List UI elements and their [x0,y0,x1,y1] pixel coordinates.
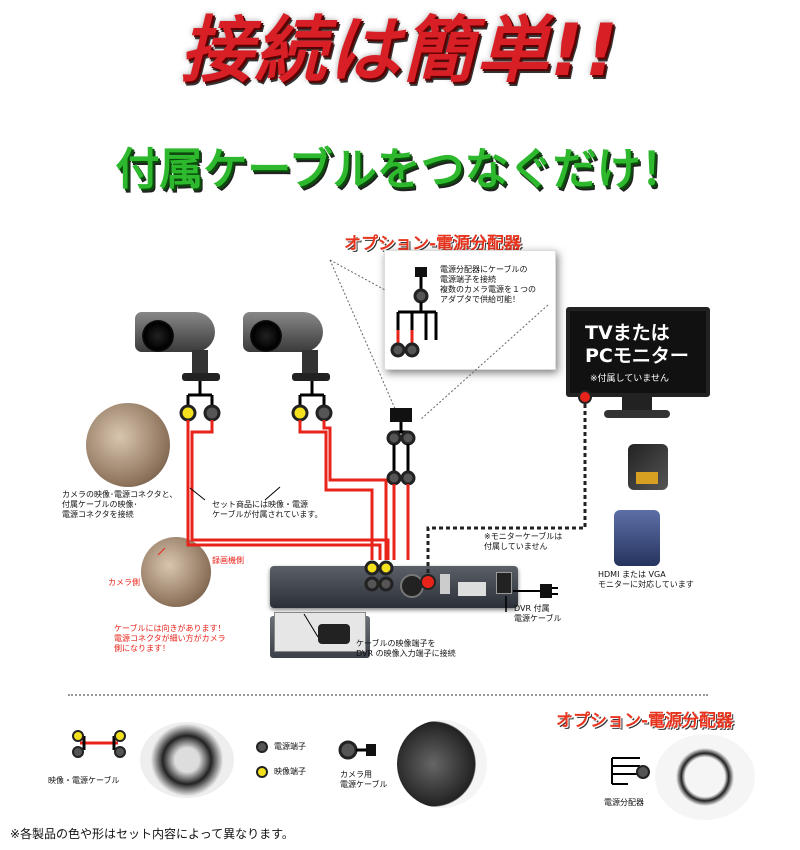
option-popup-text: 電源分配器にケーブルの 電源端子を接続 複数のカメラ電源を１つの アダプタで供給… [440,265,536,304]
dvr-port-1 [400,574,424,598]
cam2-video-terminal [291,404,309,422]
camera-2-base [292,373,330,381]
hdmi-vga-note: HDMI または VGA モニターに対応しています [598,570,694,589]
dotted-line-popup-3 [419,304,549,421]
camera-1-lens [142,320,174,352]
dotted-line-popup-2 [329,259,401,421]
option-title-top: オプション-電源分配器 [344,234,522,254]
footnote: ※各製品の色や形はセット内容によって異なります。 [10,827,294,841]
splitter-plug-icon [390,408,412,422]
monitor-note: ※付属していません [590,374,670,384]
cable-direction-note: ケーブルには向きがあります！ 電源コネクタが細い方がカメラ 側になります！ [114,624,226,653]
legend-camera-power-label: カメラ用 電源ケーブル [340,770,388,789]
monitor-cable-note: ※モニターケーブルは 付属していません [484,532,563,551]
connector-photo [86,403,170,487]
power-adapter-photo [397,720,487,808]
camera-2-lens [250,320,282,352]
cam2-power-terminal [315,404,333,422]
monitor-base [604,410,670,418]
camera-1-base [182,373,220,381]
dotted-line-popup [329,259,386,291]
dvr-lan-port [458,582,486,596]
subheadline: 付属ケーブルをつなぐだけ！ [115,144,685,195]
cam2-power-cable [322,420,388,560]
legend-cable-label: 映像・電源ケーブル [48,776,120,785]
legend-video-dot [256,766,268,778]
cam1-video-cable [186,420,382,560]
dvr-port-2 [440,574,450,594]
dvr-power-port [496,572,512,594]
option-title-bottom: オプション-電源分配器 [556,711,734,731]
dvr-inset-ports [318,624,350,644]
cam1-power-terminal [203,404,221,422]
section-divider [68,694,708,696]
splitter-label: 電源分配器 [604,798,644,807]
set-cable-note: セット商品には映像・電源 ケーブルが付属されています。 [212,500,323,519]
monitor-stand [622,397,652,411]
camera-connector-note: カメラの映像･電源コネクタと、 付属ケーブルの映像･ 電源コネクタを接続 [62,490,178,519]
camera-2-mount [302,350,318,376]
monitor-port [578,390,592,404]
recorder-side-label: 録画機側 [212,556,244,565]
cam1-power-cable [190,420,390,560]
camera-side-label: カメラ側 [108,578,140,587]
monitor-label-2: PCモニター [585,345,689,367]
splitter-photo [655,734,755,820]
cam1-video-terminal [179,404,197,422]
monitor-screen [566,307,710,397]
dvr-power-plug-icon [540,584,552,598]
cable-coil-photo [140,722,234,798]
hdmi-tip-icon [636,472,658,484]
legend-power-dot [256,741,268,753]
legend-video-label: 映像端子 [274,767,306,776]
legend-power-label: 電源端子 [274,742,306,751]
headline: 接続は簡単!! [180,8,620,92]
vga-plug-icon [614,510,660,566]
cable-direction-photo [141,537,211,607]
cam2-video-cable [298,420,374,560]
dvr-monitor-port [420,574,436,590]
video-input-note: ケーブルの映像端子を DVR の映像入力端子に接続 [356,639,456,658]
camera-1-mount [192,350,208,376]
monitor-label-1: TVまたは [585,322,670,344]
monitor-cable [426,398,587,580]
dvr-power-note: DVR 付属 電源ケーブル [514,604,562,623]
